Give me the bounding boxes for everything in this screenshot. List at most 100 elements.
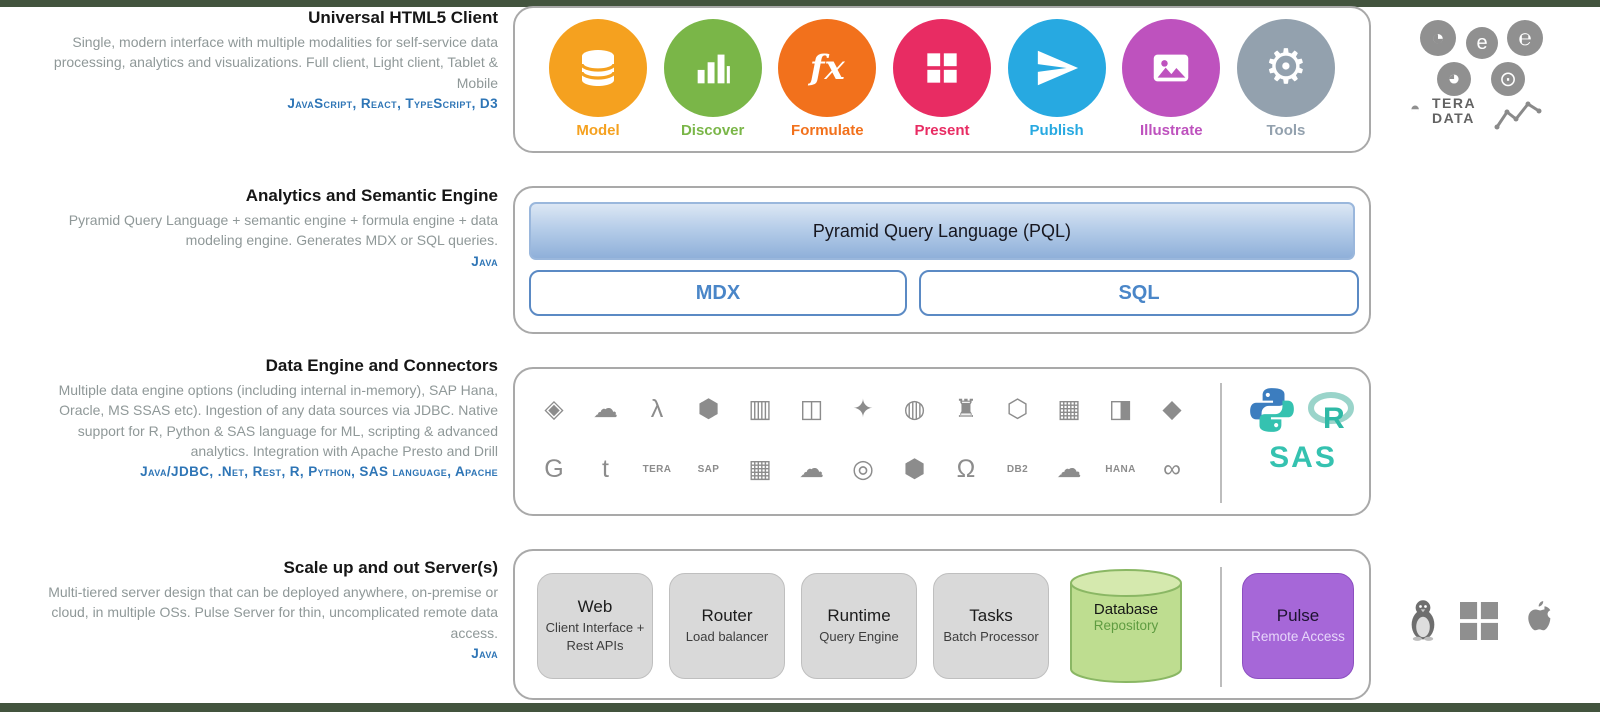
- section-description: Multi-tiered server design that can be d…: [48, 584, 498, 641]
- section-tech-stack: JavaScript, React, TypeScript, D3: [287, 95, 498, 111]
- module-label: Tools: [1266, 122, 1306, 139]
- connector-icon-7: ✦: [852, 395, 874, 423]
- server-runtime: Runtime Query Engine: [801, 573, 917, 679]
- teradata-logo: TERA DATA: [1432, 95, 1477, 127]
- edge-icon: e: [1466, 27, 1498, 59]
- formula-icon: fx: [809, 48, 845, 88]
- section-description: Multiple data engine options (including …: [58, 382, 498, 459]
- connector-icon-3: TERA: [642, 463, 672, 475]
- connector-icon-12: ◨: [1108, 395, 1133, 423]
- gear-icon: ⚙: [1264, 41, 1308, 94]
- module-label: Formulate: [791, 122, 864, 139]
- server-subtitle: Repository: [1093, 618, 1159, 633]
- server-title: Runtime: [827, 606, 891, 626]
- server-router: Router Load balancer: [669, 573, 785, 679]
- database-icon: [580, 50, 616, 86]
- data-engine-section-text: Data Engine and Connectors Multiple data…: [18, 356, 498, 479]
- mdx-box: MDX: [529, 270, 907, 316]
- connector-icon-2: t: [602, 454, 609, 483]
- module-tools: ⚙ Tools: [1233, 19, 1339, 139]
- database-cylinder-icon: [1070, 569, 1182, 683]
- servers-box: Web Client Interface + Rest APIs Router …: [513, 549, 1371, 700]
- formulate-circle: fx: [778, 19, 877, 117]
- python-icon: [1250, 388, 1294, 432]
- ie-icon: ℮: [1507, 20, 1543, 56]
- connector-icon-11: ☁: [1056, 455, 1082, 483]
- servers-divider: [1220, 567, 1222, 687]
- client-modules: Model Discover fx Formulate: [515, 8, 1369, 139]
- section-description: Pyramid Query Language + semantic engine…: [68, 212, 498, 249]
- connector-icon-10: ⬡: [1006, 395, 1029, 423]
- client-box: Model Discover fx Formulate: [513, 6, 1371, 153]
- section-tech-stack: Java: [471, 645, 498, 661]
- publish-circle: [1007, 19, 1106, 117]
- connector-icon-5: ▦: [748, 455, 772, 483]
- module-model: Model: [545, 19, 651, 139]
- server-database: Database Repository: [1065, 567, 1187, 685]
- firefox-icon: ◕: [1437, 62, 1471, 96]
- connector-icon-11: ▦: [1057, 395, 1081, 423]
- connector-icon-7: ◎: [852, 455, 874, 483]
- tools-circle: ⚙: [1236, 19, 1335, 117]
- engine-section-text: Analytics and Semantic Engine Pyramid Qu…: [18, 186, 498, 269]
- server-title: Router: [701, 606, 753, 626]
- line-chart-icon: [1494, 101, 1542, 130]
- section-heading: Data Engine and Connectors: [265, 356, 498, 375]
- connector-icon-8: ◍: [903, 395, 926, 423]
- sas-label: SAS: [1269, 441, 1337, 474]
- frame-top-bar: [0, 0, 1600, 7]
- teradata-line1: TERA: [1432, 95, 1477, 111]
- module-label: Publish: [1029, 122, 1084, 139]
- client-section-text: Universal HTML5 Client Single, modern in…: [18, 8, 498, 111]
- grid-icon: [927, 53, 957, 83]
- connector-icon-9: ♜: [954, 395, 978, 423]
- connector-icon-1: G: [544, 454, 564, 483]
- module-label: Model: [576, 122, 620, 139]
- server-web: Web Client Interface + Rest APIs: [537, 573, 653, 679]
- connector-icon-1: ◈: [544, 395, 564, 423]
- server-subtitle: Load balancer: [685, 629, 769, 645]
- server-tasks: Tasks Batch Processor: [933, 573, 1049, 679]
- module-formulate: fx Formulate: [774, 19, 880, 139]
- section-tech-stack: Java/JDBC, .Net, Rest, R, Python, SAS la…: [140, 464, 498, 480]
- server-title: Pulse: [1276, 606, 1320, 626]
- server-subtitle: Query Engine: [819, 629, 899, 645]
- connector-icon-9: Ω: [956, 454, 976, 483]
- server-section-text: Scale up and out Server(s) Multi-tiered …: [18, 558, 498, 661]
- connector-icon-10: DB2: [1006, 463, 1029, 475]
- section-description: Single, modern interface with multiple m…: [53, 34, 498, 91]
- connector-icon-4: ⬢: [697, 395, 720, 423]
- server-subtitle: Batch Processor: [943, 629, 1039, 645]
- pql-bar: Pyramid Query Language (PQL): [529, 202, 1355, 260]
- section-heading: Analytics and Semantic Engine: [245, 186, 498, 205]
- connector-icon-5: ▥: [748, 395, 772, 423]
- server-title: Tasks: [969, 606, 1013, 626]
- svg-text:R: R: [1323, 402, 1345, 434]
- present-circle: [892, 19, 991, 117]
- module-label: Discover: [680, 122, 745, 139]
- teradata-line2: DATA: [1432, 110, 1475, 127]
- module-label: Illustrate: [1140, 122, 1203, 139]
- connector-icon-13: ◆: [1162, 395, 1182, 423]
- chrome-icon: ◔: [1420, 20, 1456, 56]
- section-tech-stack: Java: [471, 253, 498, 269]
- model-circle: [549, 19, 647, 117]
- module-label: Present: [914, 122, 970, 139]
- connector-icon-4: SAP: [697, 463, 720, 475]
- discover-circle: [663, 19, 762, 117]
- database-text: Database Repository: [1065, 601, 1187, 633]
- server-subtitle: Remote Access: [1251, 629, 1345, 645]
- connector-icon-3: λ: [650, 394, 664, 423]
- module-publish: Publish: [1004, 19, 1110, 139]
- illustrate-circle: [1122, 19, 1221, 117]
- connector-icon-8: ⬢: [903, 455, 926, 483]
- bar-chart-icon: [697, 54, 730, 84]
- image-icon: [1154, 54, 1189, 82]
- module-present: Present: [889, 19, 995, 139]
- connectors-divider: [1220, 383, 1222, 503]
- frame-bottom-bar: [0, 703, 1600, 712]
